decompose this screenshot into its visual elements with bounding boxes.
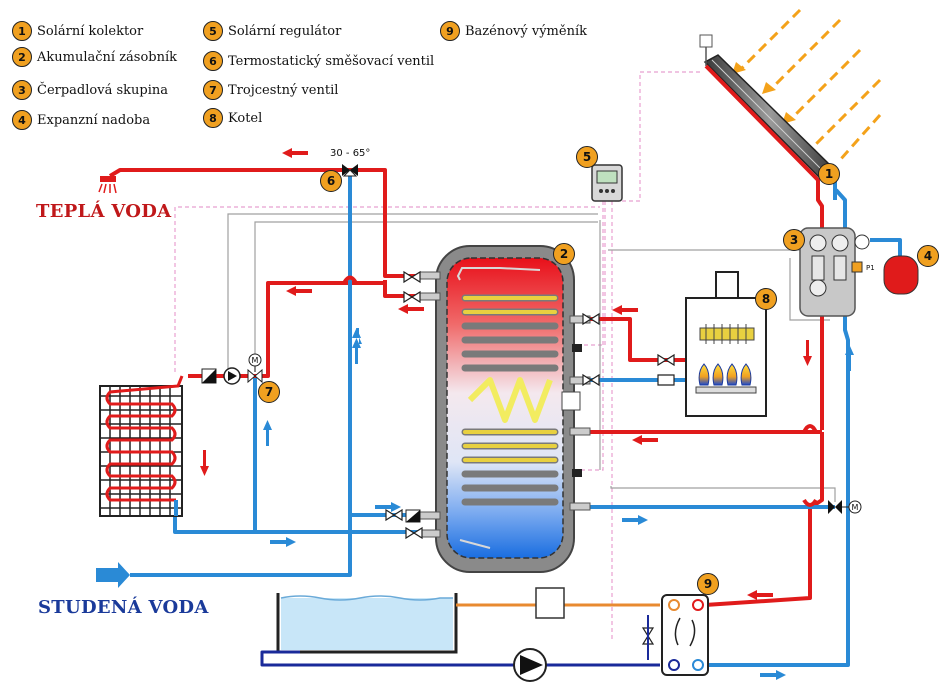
solar-three-way-valve xyxy=(828,500,862,514)
three-way-valve xyxy=(247,353,263,384)
solar-collector xyxy=(699,34,837,179)
callout-4: 4 xyxy=(917,245,939,267)
cold-water-label: STUDENÁ VODA xyxy=(38,597,209,618)
pool-heat-exchanger xyxy=(661,594,709,676)
mixing-range-label: 30 - 65° xyxy=(330,148,371,159)
swimming-pool xyxy=(276,593,458,654)
callout-7: 7 xyxy=(258,381,280,403)
sun-rays xyxy=(738,8,882,161)
pool-filter xyxy=(535,587,565,619)
callout-3: 3 xyxy=(783,229,805,251)
legend-label: Solární regulátor xyxy=(228,23,342,39)
storage-tank xyxy=(419,245,591,573)
boiler xyxy=(685,271,767,417)
legend-label: Bazénový výměník xyxy=(465,23,587,39)
shower-head xyxy=(98,176,117,194)
heating-pump-group xyxy=(201,367,421,523)
signal-wiring xyxy=(227,213,836,502)
legend-label: Termostatický směšovací ventil xyxy=(228,53,435,69)
underfloor-heating xyxy=(99,375,184,517)
pipe-crossings xyxy=(342,275,818,507)
expansion-vessel xyxy=(883,255,919,295)
callout-2: 2 xyxy=(553,243,575,265)
pool-pump xyxy=(513,648,547,682)
legend-label: Trojcestný ventil xyxy=(228,82,339,98)
callout-6: 6 xyxy=(320,170,342,192)
callout-5: 5 xyxy=(576,146,598,168)
pool-return-pipe xyxy=(260,650,660,667)
mixing-valve xyxy=(342,164,358,177)
cold-water-inlet-arrow xyxy=(96,562,130,588)
legend-label: Akumulační zásobník xyxy=(37,49,178,65)
cold-pipes xyxy=(130,170,902,667)
hot-water-label: TEPLÁ VODA xyxy=(36,201,172,222)
legend-label: Expanzní nadoba xyxy=(37,112,151,128)
legend-label: Čerpadlová skupina xyxy=(37,82,168,98)
callout-8: 8 xyxy=(755,288,777,310)
callout-9: 9 xyxy=(697,573,719,595)
pump-group xyxy=(799,227,870,317)
valves xyxy=(385,270,675,645)
legend-label: Kotel xyxy=(228,110,263,126)
legend-label: Solární kolektor xyxy=(37,23,144,39)
callout-1: 1 xyxy=(818,163,840,185)
solar-regulator xyxy=(591,164,623,202)
flow-arrows-hot xyxy=(200,148,812,600)
three-way-valve-motor-label: M xyxy=(252,356,259,365)
sensor-label: P1 xyxy=(866,264,875,272)
solar-valve-motor-label: M xyxy=(852,503,859,512)
flow-arrows-cold xyxy=(263,328,854,680)
control-wiring xyxy=(174,71,702,640)
